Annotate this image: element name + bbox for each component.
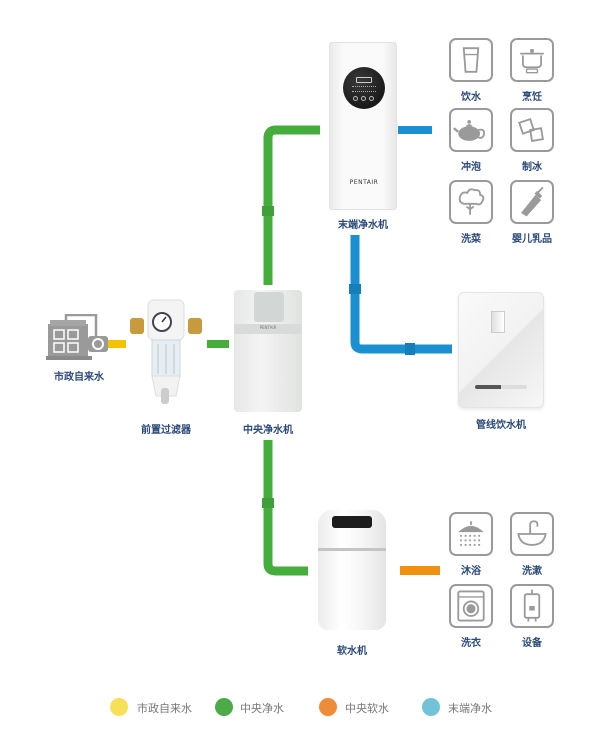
- central-purifier-device: PENTAIR: [234, 290, 302, 412]
- use-brewing: [449, 108, 493, 152]
- baby-bottle-icon: [521, 186, 544, 217]
- pipe-central-to-terminal: [263, 125, 320, 285]
- ice-cubes-icon: [518, 117, 544, 142]
- softener-display: [332, 516, 372, 528]
- shower-icon: [458, 521, 484, 546]
- sink-icon: [517, 520, 547, 546]
- pipe-central-inlet: [207, 340, 229, 348]
- pre-filter-label: 前置过滤器: [141, 425, 191, 436]
- pipe-joint: [349, 284, 361, 294]
- use-cooking: [510, 38, 554, 82]
- use-cooking-label: 烹饪: [522, 92, 542, 103]
- cooking-pot-icon: [520, 49, 544, 74]
- use-ice: [510, 108, 554, 152]
- pipe-joint: [405, 343, 415, 355]
- water-softener-device: [318, 510, 386, 630]
- terminal-purifier-brand: PENTAIR: [349, 179, 379, 186]
- pipe-central-to-softener: [263, 440, 308, 576]
- use-laundry-label: 洗衣: [461, 638, 481, 649]
- vegetable-icon: [458, 188, 485, 215]
- use-baby-formula: [510, 180, 554, 224]
- water-heater-icon: [523, 589, 541, 622]
- terminal-purifier-label: 末端净水机: [338, 220, 388, 231]
- dispenser-tray: [475, 385, 527, 389]
- use-shower: [449, 512, 493, 556]
- teapot-icon: [453, 120, 485, 141]
- pipe-joint: [262, 498, 274, 508]
- water-softener-label: 软水机: [337, 646, 367, 657]
- use-appliances-label: 设备: [522, 638, 542, 649]
- dispenser-spout: [491, 311, 505, 333]
- use-brewing-label: 冲泡: [461, 162, 481, 173]
- use-washing-up-label: 洗漱: [522, 566, 542, 577]
- pipe-soft-out: [400, 566, 440, 575]
- pipeline-dispenser-label: 管线饮水机: [476, 420, 526, 431]
- use-drinking-label: 饮水: [461, 92, 481, 103]
- washing-machine-icon: [457, 590, 485, 622]
- municipal-water-label: 市政自来水: [54, 372, 104, 383]
- use-drinking: [449, 38, 493, 82]
- use-shower-label: 沐浴: [461, 566, 481, 577]
- central-purifier-brand: PENTAIR: [259, 325, 277, 330]
- use-ice-label: 制冰: [522, 162, 542, 173]
- use-washing-up: [510, 512, 554, 556]
- use-vegetables: [449, 180, 493, 224]
- central-purifier-panel: [254, 292, 284, 322]
- building-pump-icon: [46, 313, 108, 360]
- pipeline-dispenser-device: [458, 292, 544, 408]
- drinking-glass-icon: [462, 47, 480, 73]
- central-purifier-label: 中央净水机: [243, 425, 293, 436]
- pipe-municipal: [108, 340, 126, 348]
- pre-filter-device: [128, 288, 204, 412]
- use-appliances: [510, 584, 554, 628]
- central-purifier-band: [234, 324, 302, 334]
- terminal-purifier-device: PENTAIR: [329, 42, 397, 210]
- pipe-terminal-to-dispenser: [350, 235, 452, 354]
- use-baby-formula-label: 婴儿乳品: [512, 234, 552, 245]
- use-laundry: [449, 584, 493, 628]
- softener-band: [318, 548, 386, 551]
- use-vegetables-label: 洗菜: [461, 234, 481, 245]
- pipe-joint: [262, 206, 274, 216]
- pipe-terminal-out: [398, 126, 432, 134]
- terminal-purifier-display: [343, 67, 385, 109]
- municipal-water-node: [46, 313, 112, 360]
